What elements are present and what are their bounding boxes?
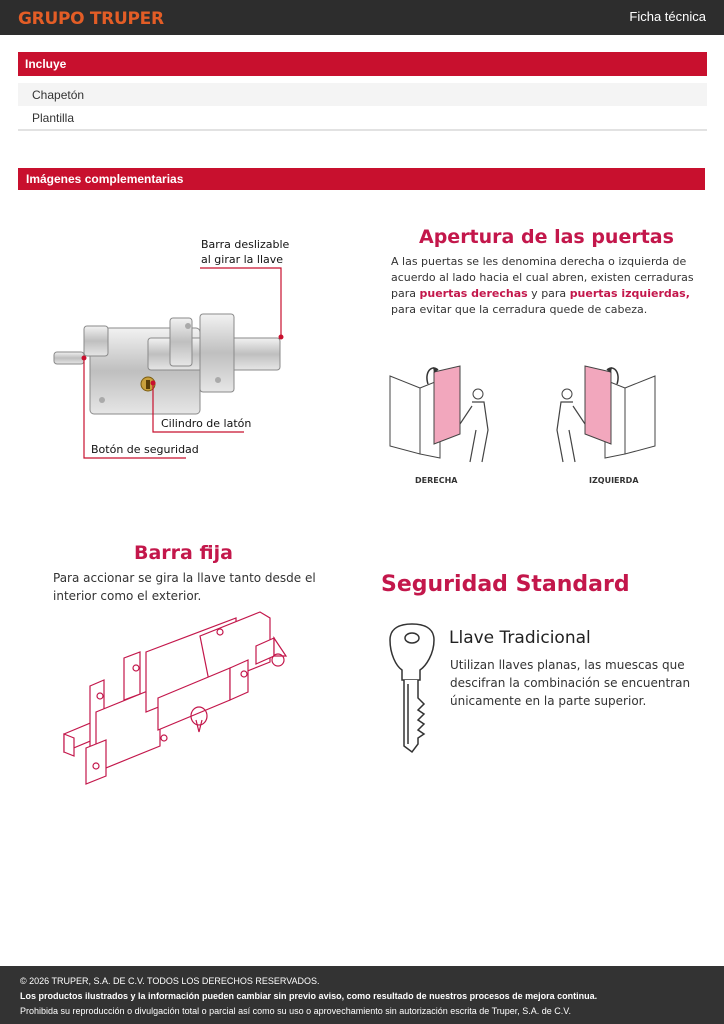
line3-mid: y para xyxy=(527,287,570,300)
left-doors-label: puertas izquierdas, xyxy=(569,287,690,300)
callout-cylinder: Cilindro de latón xyxy=(161,417,252,430)
callout-security-button: Botón de seguridad xyxy=(91,443,199,456)
door-opening-line4: para evitar que la cerradura quede de ca… xyxy=(391,303,648,316)
security-title: Seguridad Standard xyxy=(381,572,630,597)
key-text: Utilizan llaves planas, las muescas que … xyxy=(450,656,690,710)
key-icon xyxy=(389,623,435,754)
callout-sliding-bar-line1: Barra deslizable xyxy=(201,238,290,251)
fixed-bar-text: Para accionar se gira la llave tanto des… xyxy=(53,569,316,605)
fixed-bar-line2: interior como el exterior. xyxy=(53,589,202,603)
include-item-plantilla: Plantilla xyxy=(32,110,75,125)
includes-divider xyxy=(18,129,707,131)
door-left-label: IZQUIERDA xyxy=(589,476,639,485)
right-doors-label: puertas derechas xyxy=(419,287,528,300)
footer-copyright: © 2026 TRUPER, S.A. DE C.V. TODOS LOS DE… xyxy=(20,976,320,986)
fixed-bar-lock-drawing xyxy=(63,611,288,785)
door-opening-line3: para puertas derechas y para puertas izq… xyxy=(391,286,694,302)
include-item-chapeton: Chapetón xyxy=(18,83,707,106)
door-opening-text: A las puertas se les denomina derecha o … xyxy=(391,254,694,318)
fixed-bar-title: Barra fija xyxy=(134,542,233,564)
door-right-illustration xyxy=(389,365,489,463)
footer: © 2026 TRUPER, S.A. DE C.V. TODOS LOS DE… xyxy=(0,966,724,1024)
top-bar: GRUPO TRUPER Ficha técnica xyxy=(0,0,724,35)
key-text-line2: descifran la combinación se encuentran xyxy=(450,676,691,690)
fixed-bar-line1: Para accionar se gira la llave tanto des… xyxy=(53,571,316,585)
complementary-images-header: Imágenes complementarias xyxy=(18,168,705,190)
lock-illustration xyxy=(53,313,281,415)
key-text-line1: Utilizan llaves planas, las muescas que xyxy=(450,658,685,672)
key-title: Llave Tradicional xyxy=(449,628,591,648)
footer-prohibition: Prohibida su reproducción o divulgación … xyxy=(20,1006,571,1016)
includes-header: Incluye xyxy=(18,52,707,76)
door-left-illustration xyxy=(556,365,656,463)
door-opening-line1: A las puertas se les denomina derecha o … xyxy=(391,255,687,268)
key-text-line3: únicamente en la parte superior. xyxy=(450,694,647,708)
door-right-label: DERECHA xyxy=(415,476,458,485)
callout-sliding-bar-line2: al girar la llave xyxy=(201,253,284,266)
line3-pre: para xyxy=(391,287,420,300)
door-opening-title: Apertura de las puertas xyxy=(419,226,674,248)
door-opening-line2: acuerdo al lado hacia el cual abren, exi… xyxy=(391,271,694,284)
callout-sliding-bar: Barra deslizable al girar la llave xyxy=(201,237,289,267)
brand-logo: GRUPO TRUPER xyxy=(18,9,164,29)
callout-lines xyxy=(81,267,284,459)
footer-notice: Los productos ilustrados y la informació… xyxy=(20,991,598,1001)
datasheet-label: Ficha técnica xyxy=(629,9,706,24)
